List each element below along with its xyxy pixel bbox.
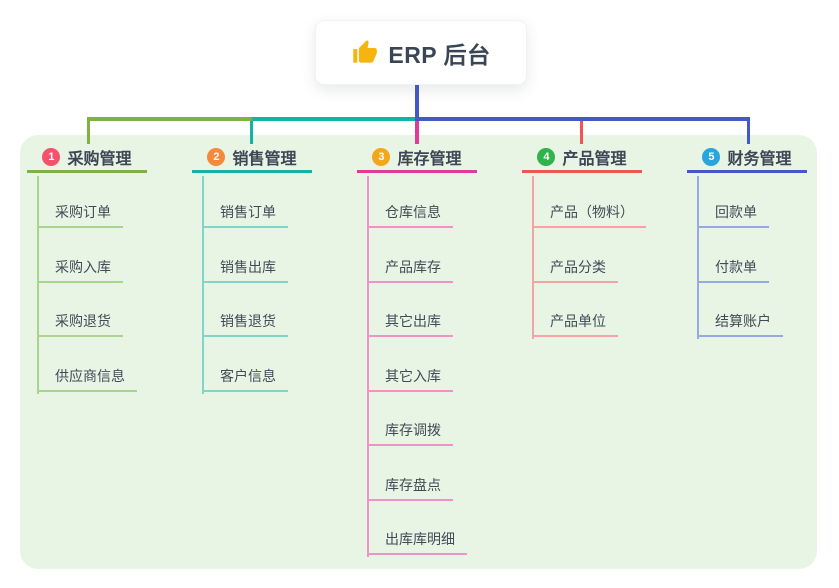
branch-header[interactable]: 2 销售管理 xyxy=(192,143,312,173)
root-node[interactable]: ERP 后台 xyxy=(315,20,527,85)
child-node-label: 库存调拨 xyxy=(385,422,441,438)
child-node[interactable]: 结算账户 xyxy=(697,307,783,337)
child-node[interactable]: 付款单 xyxy=(697,253,769,283)
branch-trunk-line xyxy=(697,176,699,339)
child-node-label: 采购入库 xyxy=(55,258,111,275)
connector-bus-segment xyxy=(252,117,417,121)
child-node[interactable]: 供应商信息 xyxy=(37,362,137,392)
child-node-label: 其它入库 xyxy=(385,367,441,384)
child-node[interactable]: 采购入库 xyxy=(37,253,123,283)
child-node[interactable]: 产品单位 xyxy=(532,307,618,337)
child-node-label: 产品（物料） xyxy=(550,204,634,220)
child-node[interactable]: 采购退货 xyxy=(37,307,123,337)
child-node-label: 供应商信息 xyxy=(55,367,125,384)
mindmap-canvas-panel xyxy=(20,135,817,569)
child-node[interactable]: 库存盘点 xyxy=(367,471,453,501)
child-node-label: 付款单 xyxy=(715,258,757,275)
branch-header[interactable]: 3 库存管理 xyxy=(357,143,477,173)
child-node-label: 采购订单 xyxy=(55,204,111,220)
child-node-label: 回款单 xyxy=(715,204,757,220)
child-node[interactable]: 产品（物料） xyxy=(532,198,646,228)
branch-header-label: 采购管理 xyxy=(67,150,132,168)
branch-header[interactable]: 1 采购管理 xyxy=(27,143,147,173)
child-node-label: 销售出库 xyxy=(220,258,276,275)
child-node-label: 结算账户 xyxy=(715,313,771,329)
child-node-label: 其它出库 xyxy=(385,313,441,329)
connector-branch-drop xyxy=(415,121,419,144)
child-node[interactable]: 其它出库 xyxy=(367,307,453,337)
child-node[interactable]: 采购订单 xyxy=(37,198,123,228)
branch-header-label: 库存管理 xyxy=(397,150,462,168)
child-node[interactable]: 出库库明细 xyxy=(367,525,467,555)
branch-header[interactable]: 5 财务管理 xyxy=(687,143,807,173)
branch-number-badge: 2 xyxy=(207,147,226,166)
child-node[interactable]: 客户信息 xyxy=(202,362,288,392)
branch-trunk-line xyxy=(532,176,534,339)
branch-number-badge: 4 xyxy=(537,147,556,166)
child-node[interactable]: 库存调拨 xyxy=(367,416,453,446)
branch-trunk-line xyxy=(367,176,369,557)
branch-trunk-line xyxy=(202,176,204,394)
connector-branch-drop xyxy=(747,117,750,144)
branch-header-label: 销售管理 xyxy=(232,150,297,168)
branch-number-badge: 1 xyxy=(42,147,61,166)
child-node[interactable]: 仓库信息 xyxy=(367,198,453,228)
child-node-label: 库存盘点 xyxy=(385,476,441,493)
root-node-title: ERP 后台 xyxy=(388,41,491,68)
connector-root-line xyxy=(415,85,419,121)
child-node-label: 出库库明细 xyxy=(385,531,455,547)
connector-bus-segment xyxy=(87,117,252,121)
thumbs-up-icon xyxy=(351,39,378,66)
child-node[interactable]: 产品库存 xyxy=(367,253,453,283)
branch-header[interactable]: 4 产品管理 xyxy=(522,143,642,173)
branch-number-badge: 5 xyxy=(702,147,721,166)
branch-header-label: 财务管理 xyxy=(727,150,792,168)
child-node-label: 采购退货 xyxy=(55,313,111,329)
child-node[interactable]: 其它入库 xyxy=(367,362,453,392)
child-node[interactable]: 销售出库 xyxy=(202,253,288,283)
child-node[interactable]: 销售退货 xyxy=(202,307,288,337)
child-node-label: 产品单位 xyxy=(550,313,606,329)
connector-branch-drop xyxy=(87,117,90,144)
child-node-label: 产品库存 xyxy=(385,258,441,275)
child-node-label: 产品分类 xyxy=(550,258,606,275)
connector-branch-drop xyxy=(580,121,583,144)
child-node[interactable]: 回款单 xyxy=(697,198,769,228)
child-node[interactable]: 销售订单 xyxy=(202,198,288,228)
branch-number-badge: 3 xyxy=(372,147,391,166)
child-node-label: 客户信息 xyxy=(220,367,276,384)
child-node-label: 销售退货 xyxy=(220,313,276,329)
child-node-label: 仓库信息 xyxy=(385,204,441,220)
child-node-label: 销售订单 xyxy=(220,204,276,220)
branch-trunk-line xyxy=(37,176,39,394)
child-node[interactable]: 产品分类 xyxy=(532,253,618,283)
branch-header-label: 产品管理 xyxy=(562,150,627,168)
connector-branch-drop xyxy=(250,121,253,144)
connector-bus-segment xyxy=(417,117,750,121)
